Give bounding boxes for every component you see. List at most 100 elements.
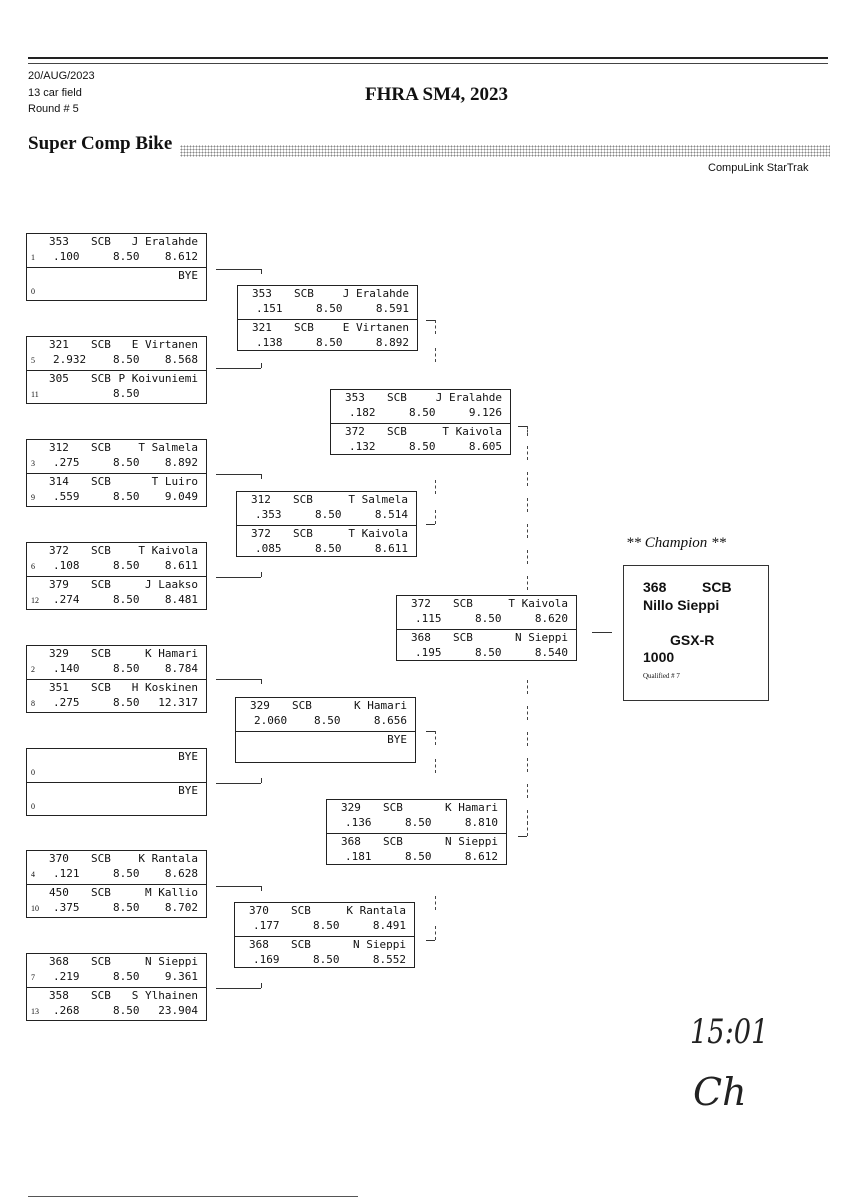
bottom-lane-class: SCB	[387, 425, 407, 438]
top-lane-car-number: 368	[49, 955, 69, 968]
bottom-lane-car-number: 450	[49, 886, 69, 899]
bottom-lane-reaction-time: .138	[256, 336, 283, 349]
top-lane-car-number: 329	[49, 647, 69, 660]
top-lane-rider-name: N Sieppi	[145, 955, 198, 968]
top-lane-rider-name: T Salmela	[348, 493, 408, 506]
top-lane-elapsed-time: 8.620	[534, 612, 568, 625]
bottom-lane-dial-in: 8.50	[113, 901, 140, 914]
final-to-champion-connector	[592, 632, 612, 633]
top-lane-car-number: 372	[411, 597, 431, 610]
bracket-connector	[261, 474, 262, 479]
bottom-lane-dial-in: 8.50	[409, 440, 436, 453]
bottom-lane-elapsed-time: 23.904	[158, 1004, 198, 1017]
top-lane-elapsed-time: 8.784	[164, 662, 198, 675]
round-number: Round # 5	[28, 103, 79, 115]
top-lane-dial-in: 8.50	[113, 353, 140, 366]
top-lane-rider-name: K Rantala	[346, 904, 406, 917]
bottom-lane-rider-name: P Koivuniemi	[118, 372, 198, 385]
top-lane-dial-in: 8.50	[113, 970, 140, 983]
bracket-connector	[216, 988, 261, 989]
bottom-lane-class: SCB	[293, 527, 313, 540]
bottom-lane-class: SCB	[91, 372, 111, 385]
bottom-lane-elapsed-time: 8.540	[534, 646, 568, 659]
bracket-dashed-connector	[527, 550, 528, 564]
bracket-dashed-connector	[435, 731, 436, 745]
top-lane-seed: 4	[31, 870, 35, 879]
bottom-lane-reaction-time: .274	[53, 593, 80, 606]
bracket-dashed-connector	[435, 759, 436, 773]
bracket-connector	[261, 886, 262, 891]
bottom-lane-class: SCB	[91, 681, 111, 694]
top-lane-reaction-time: .219	[53, 970, 80, 983]
bottom-lane-rider-name: S Ylhainen	[131, 989, 198, 1002]
bracket-dashed-connector	[527, 498, 528, 512]
bottom-lane-dial-in: 8.50	[313, 953, 340, 966]
bottom-lane-elapsed-time: 8.605	[468, 440, 502, 453]
top-lane-dial-in: 8.50	[113, 867, 140, 880]
bracket-dashed-connector	[527, 426, 528, 436]
bottom-lane-car-number: 351	[49, 681, 69, 694]
bottom-lane-seed: 13	[31, 1007, 39, 1016]
bracket-connector	[426, 320, 435, 321]
top-lane-class: SCB	[91, 955, 111, 968]
bottom-lane-rider-name: BYE	[387, 733, 407, 746]
top-lane-rider-name: E Virtanen	[131, 338, 198, 351]
top-lane-dial-in: 8.50	[314, 714, 341, 727]
bottom-lane-dial-in: 8.50	[113, 1004, 140, 1017]
bottom-lane-class: SCB	[291, 938, 311, 951]
bottom-lane-car-number: 379	[49, 578, 69, 591]
bracket-dashed-connector	[527, 810, 528, 824]
bottom-lane-reaction-time: .132	[349, 440, 376, 453]
top-lane-elapsed-time: 9.361	[164, 970, 198, 983]
bracket-connector	[216, 577, 261, 578]
top-lane-elapsed-time: 8.491	[372, 919, 406, 932]
bottom-lane-dial-in: 8.50	[113, 387, 140, 400]
bottom-lane-elapsed-time: 12.317	[158, 696, 198, 709]
bottom-lane-reaction-time: .268	[53, 1004, 80, 1017]
system-brand: CompuLink StarTrak	[708, 162, 809, 174]
bottom-lane-elapsed-time: 9.049	[164, 490, 198, 503]
bottom-lane-reaction-time: .375	[53, 901, 80, 914]
bottom-lane-car-number: 372	[345, 425, 365, 438]
top-lane-class: SCB	[291, 904, 311, 917]
top-lane-reaction-time: 2.060	[254, 714, 288, 727]
top-lane-reaction-time: .275	[53, 456, 80, 469]
lane-bottom: BYE	[236, 731, 415, 764]
bottom-lane-reaction-time: .559	[53, 490, 80, 503]
top-lane-dial-in: 8.50	[316, 302, 343, 315]
top-lane-reaction-time: .182	[349, 406, 376, 419]
top-lane-reaction-time: .177	[253, 919, 280, 932]
bottom-lane-rider-name: BYE	[178, 269, 198, 282]
handwritten-initials: Ch	[693, 1070, 747, 1114]
top-lane-rider-name: T Kaivola	[508, 597, 568, 610]
top-lane-class: SCB	[91, 647, 111, 660]
top-lane-reaction-time: .140	[53, 662, 80, 675]
handwritten-time: 15:01	[690, 1012, 769, 1052]
top-lane-rider-name: K Hamari	[145, 647, 198, 660]
bottom-lane-elapsed-time: 8.611	[374, 542, 408, 555]
bracket-connector	[216, 269, 261, 270]
bracket-connector	[261, 572, 262, 577]
champion-class: SCB	[702, 579, 732, 595]
bottom-lane-class: SCB	[91, 886, 111, 899]
top-lane-rider-name: J Eralahde	[435, 391, 502, 404]
top-lane-dial-in: 8.50	[113, 250, 140, 263]
bottom-lane-seed: 0	[31, 287, 35, 296]
bracket-dashed-connector	[527, 784, 528, 798]
top-lane-elapsed-time: 8.628	[164, 867, 198, 880]
